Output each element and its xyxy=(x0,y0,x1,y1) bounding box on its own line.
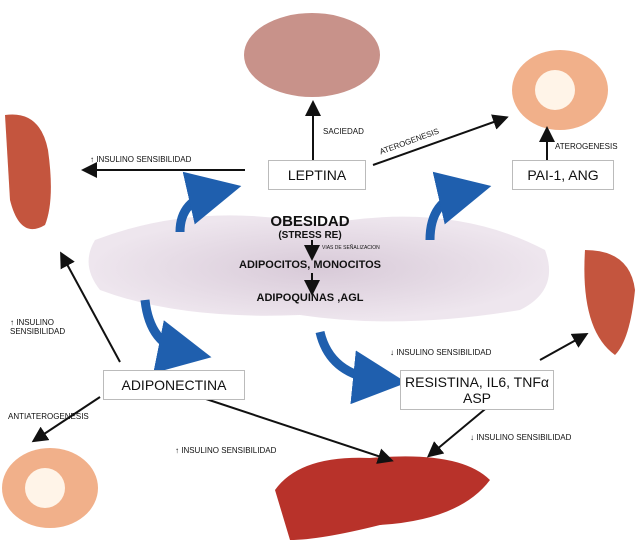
stress-subtitle: (STRESS RE) xyxy=(278,230,342,241)
blue-arrow-leptina xyxy=(175,171,242,233)
cells-label: ADIPOCITOS, MONOCITOS xyxy=(239,259,381,271)
insulino-up-bottom-label: ↑ INSULINO SENSIBILIDAD xyxy=(175,446,277,455)
blue-arrow-adiponectina xyxy=(140,299,212,374)
leptina-box: LEPTINA xyxy=(268,160,366,191)
pai-box: PAI-1, ANG xyxy=(512,160,614,191)
blue-arrow-resistina xyxy=(315,330,407,405)
liver-image xyxy=(275,456,490,540)
adiponectina-box: ADIPONECTINA xyxy=(103,370,245,401)
adipose-tissue-image xyxy=(88,215,550,322)
muscle-left-image xyxy=(5,114,51,230)
insulino-up-top-label: ↑ INSULINO SENSIBILIDAD xyxy=(90,155,192,164)
antiaterogenesis-label: ANTIATEROGENESIS xyxy=(8,412,89,421)
muscle-right-image xyxy=(584,250,635,355)
aterogenesis-pai-label: ATEROGENESIS xyxy=(555,142,618,151)
resistina-box: RESISTINA, IL6, TNFα ASP xyxy=(400,370,554,411)
obesidad-title: OBESIDAD xyxy=(270,213,350,230)
blue-arrow-pai xyxy=(425,171,492,241)
insulino-down-bottom-label: ↓ INSULINO SENSIBILIDAD xyxy=(470,433,572,442)
products-label: ADIPOQUINAS ,AGL xyxy=(256,292,364,304)
signal-label: VIAS DE SEÑALIZACION xyxy=(322,245,380,251)
brain-image xyxy=(244,13,380,97)
saciedad-label: SACIEDAD xyxy=(323,127,364,136)
insulino-up-left-label: ↑ INSULINO SENSIBILIDAD xyxy=(10,318,66,336)
insulino-down-right-label: ↓ INSULINO SENSIBILIDAD xyxy=(390,348,492,357)
